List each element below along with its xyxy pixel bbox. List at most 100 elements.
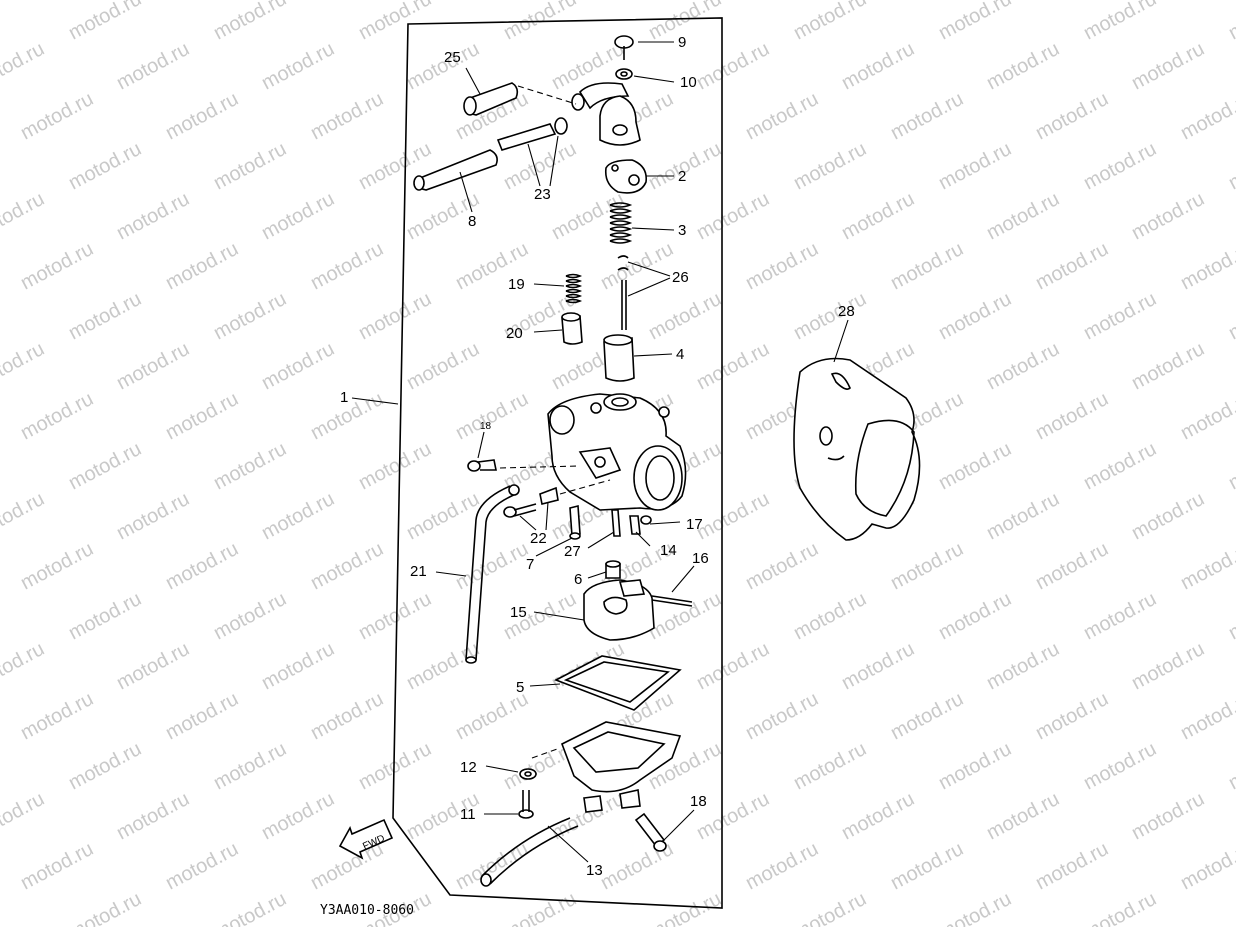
watermark-text: motod.ru [1177, 538, 1236, 594]
watermark-text: motod.ru [1225, 288, 1236, 344]
part-1-carburetor-body [547, 393, 687, 511]
callout-18-upper: 18 [480, 421, 492, 432]
watermark-text: motod.ru [935, 138, 1015, 194]
watermark-text: motod.ru [887, 238, 967, 294]
watermark-text: motod.ru [1032, 238, 1112, 294]
watermark-text: motod.ru [1128, 188, 1208, 244]
watermark-text: motod.ru [790, 138, 870, 194]
callout-3: 3 [678, 222, 686, 239]
part-28-cover [793, 357, 921, 541]
watermark-text: motod.ru [1128, 788, 1208, 844]
watermark-text: motod.ru [1080, 138, 1160, 194]
watermark-text: motod.ru [162, 238, 242, 294]
callout-4: 4 [676, 346, 684, 363]
assembly-frame [392, 17, 723, 909]
part-18-drain-screw [634, 812, 667, 852]
watermark-text: motod.ru [838, 188, 918, 244]
callout-26: 26 [672, 269, 689, 286]
watermark-text: motod.ru [162, 838, 242, 894]
watermark-text: motod.ru [1128, 488, 1208, 544]
watermark-text: motod.ru [838, 788, 918, 844]
part-9-screw [614, 35, 634, 60]
watermark-text: motod.ru [403, 38, 483, 94]
part-23-tube-and-nut [496, 117, 568, 151]
watermark-text: motod.ru [65, 738, 145, 794]
watermark-text: motod.ru [742, 538, 822, 594]
watermark-text: motod.ru [790, 588, 870, 644]
watermark-text: motod.ru [1177, 688, 1236, 744]
watermark-text: motod.ru [790, 0, 870, 44]
watermark-text: motod.ru [210, 438, 290, 494]
callout-14: 14 [660, 542, 677, 559]
watermark-text: motod.ru [838, 638, 918, 694]
watermark-text: motod.ru [1080, 0, 1160, 44]
watermark-text: motod.ru [1225, 138, 1236, 194]
part-16-float-pin [651, 595, 693, 607]
watermark-text: motod.ru [210, 138, 290, 194]
callout-16: 16 [692, 550, 709, 567]
watermark-text: motod.ru [935, 738, 1015, 794]
callout-6: 6 [574, 571, 582, 588]
watermark-text: motod.ru [1177, 238, 1236, 294]
callout-27: 27 [564, 543, 581, 560]
watermark-text: motod.ru [935, 0, 1015, 44]
callout-19: 19 [508, 276, 525, 293]
watermark-text: motod.ru [983, 188, 1063, 244]
callout-13: 13 [586, 862, 603, 879]
watermark-text: motod.ru [742, 238, 822, 294]
watermark-text: motod.ru [1225, 888, 1236, 927]
watermark-text: motod.ru [500, 888, 580, 927]
callout-9: 9 [678, 34, 686, 51]
watermark-text: motod.ru [403, 488, 483, 544]
watermark-text: motod.ru [983, 38, 1063, 94]
watermark-text: motod.ru [1177, 838, 1236, 894]
watermark-text: motod.ru [1080, 288, 1160, 344]
watermark-text: motod.ru [210, 888, 290, 927]
callout-10: 10 [680, 74, 697, 91]
watermark-text: motod.ru [17, 88, 97, 144]
watermark-text: motod.ru [935, 888, 1015, 927]
watermark-text: motod.ru [742, 88, 822, 144]
part-13-drain-hose [480, 817, 579, 887]
watermark-text: motod.ru [17, 538, 97, 594]
watermark-text: motod.ru [258, 38, 338, 94]
callout-25: 25 [444, 49, 461, 66]
watermark-text: motod.ru [307, 238, 387, 294]
watermark-text: motod.ru [210, 738, 290, 794]
watermark-text: motod.ru [1225, 0, 1236, 44]
watermark-text: motod.ru [693, 338, 773, 394]
callout-22: 22 [530, 530, 547, 547]
watermark-text: motod.ru [1128, 338, 1208, 394]
callout-18-lower: 18 [690, 793, 707, 810]
part-2-plate [604, 159, 648, 194]
part-float-chamber [560, 721, 682, 813]
watermark-text: motod.ru [1032, 688, 1112, 744]
part-26-clip-and-needle [617, 255, 629, 330]
watermark-text: motod.ru [355, 0, 435, 44]
watermark-text: motod.ru [0, 638, 48, 694]
watermark-text: motod.ru [983, 338, 1063, 394]
watermark-text: motod.ru [210, 288, 290, 344]
watermark-text: motod.ru [693, 638, 773, 694]
part-21-overflow-hose [465, 484, 520, 664]
callout-12: 12 [460, 759, 477, 776]
part-5-gasket [554, 655, 682, 711]
watermark-text: motod.ru [162, 538, 242, 594]
watermark-text: motod.ru [403, 638, 483, 694]
watermark-text: motod.ru [1032, 838, 1112, 894]
watermark-text: motod.ru [887, 88, 967, 144]
part-17-screw [640, 515, 652, 525]
drawing-code: Y3AA010-8060 [320, 903, 414, 918]
watermark-text: motod.ru [693, 38, 773, 94]
watermark-text: motod.ru [65, 288, 145, 344]
watermark-text: motod.ru [1225, 738, 1236, 794]
watermark-text: motod.ru [403, 338, 483, 394]
watermark-text: motod.ru [17, 838, 97, 894]
watermark-text: motod.ru [65, 138, 145, 194]
watermark-text: motod.ru [693, 188, 773, 244]
watermark-text: motod.ru [742, 688, 822, 744]
part-15-float [583, 579, 655, 641]
watermark-text: motod.ru [258, 188, 338, 244]
watermark-text: motod.ru [113, 338, 193, 394]
